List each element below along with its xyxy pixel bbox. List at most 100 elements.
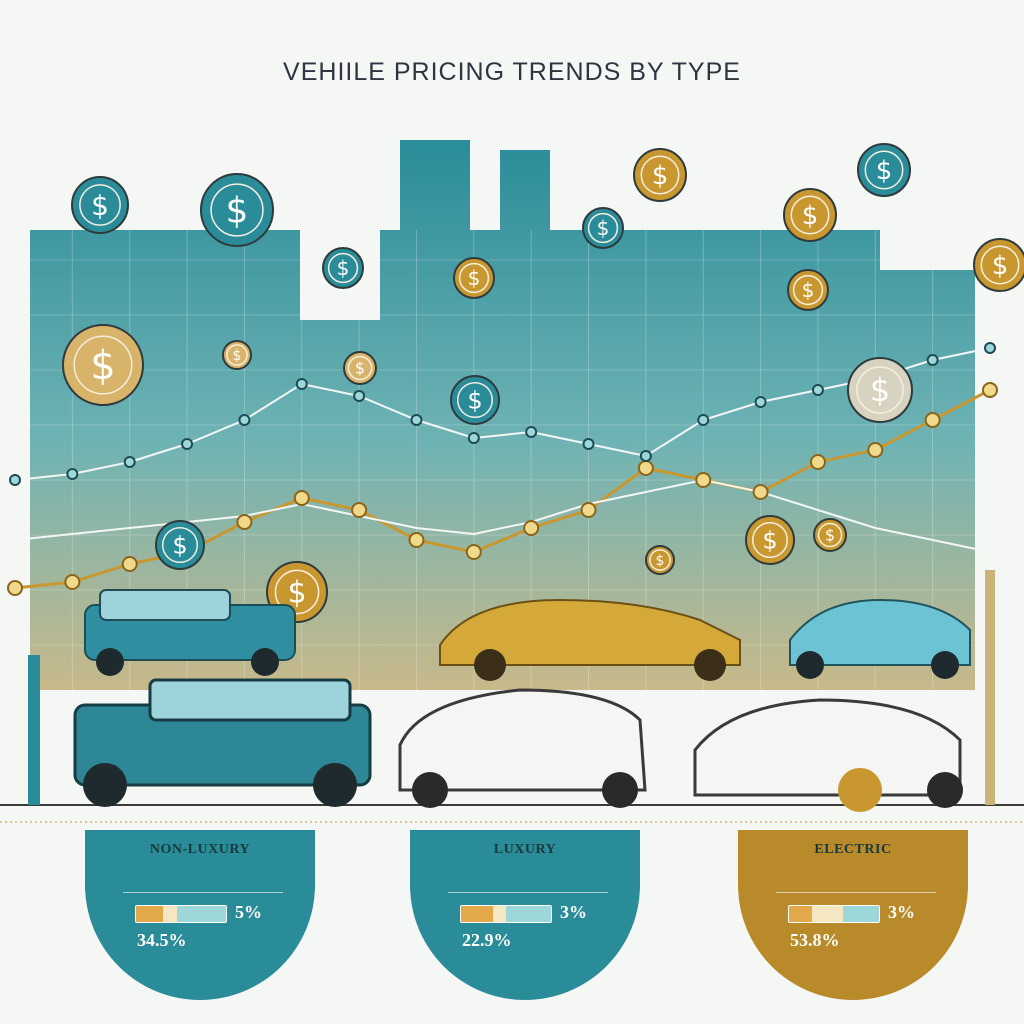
progress-bar-nonluxury [135, 905, 227, 923]
dollar-coin-icon: $ [633, 148, 687, 202]
side-bar-left [28, 655, 40, 805]
svg-text:$: $ [870, 371, 890, 409]
data-point [408, 532, 425, 548]
data-point [467, 432, 480, 444]
panel-label-nonluxury: NON-LUXURY [149, 842, 251, 857]
svg-text:$: $ [656, 553, 665, 569]
dollar-coin-icon: $ [71, 176, 129, 234]
dollar-coin-icon: $ [857, 143, 911, 197]
data-point [525, 426, 538, 438]
data-point [9, 474, 21, 486]
data-point [181, 438, 194, 450]
svg-text:$: $ [652, 161, 669, 191]
data-point [121, 556, 138, 572]
plot-background [30, 140, 975, 690]
dollar-coin-icon: $ [62, 324, 144, 406]
dollar-coin-icon: $ [155, 520, 205, 570]
svg-text:$: $ [992, 251, 1009, 281]
svg-text:$: $ [597, 216, 610, 240]
panel-label-luxury: LUXURY [493, 842, 557, 857]
dollar-coin-icon: $ [343, 351, 377, 385]
data-point [926, 354, 939, 366]
car-icon-nonluxury-top [84, 589, 296, 676]
data-point [66, 468, 79, 480]
progress-bar-luxury [460, 905, 552, 923]
data-point [754, 396, 767, 408]
dollar-coin-icon: $ [222, 340, 252, 370]
data-point [984, 342, 996, 354]
svg-text:$: $ [172, 531, 187, 559]
dollar-coin-icon: $ [783, 188, 837, 242]
chart-title: VEHIILE PRICING TRENDS BY TYPE [283, 58, 741, 86]
dollar-coin-icon: $ [973, 238, 1024, 292]
data-point [867, 442, 884, 458]
data-point [639, 450, 652, 462]
data-point [64, 574, 81, 590]
sedan-icon-luxury [398, 688, 647, 808]
svg-text:$: $ [233, 348, 242, 364]
panel-rule [123, 892, 283, 893]
svg-text:$: $ [802, 278, 815, 302]
suv-icon-nonluxury [73, 678, 372, 807]
sports-car-icon-luxury-top [439, 598, 741, 681]
svg-text:$: $ [287, 576, 306, 611]
dollar-coin-icon: $ [200, 173, 274, 247]
data-point [809, 454, 826, 470]
dollar-coin-icon: $ [813, 518, 847, 552]
share-value-luxury: 22.9% [462, 930, 512, 950]
svg-text:$: $ [825, 526, 835, 545]
series-line-2 [14, 347, 991, 481]
svg-text:$: $ [337, 256, 350, 280]
data-point [353, 390, 366, 402]
data-point [295, 378, 308, 390]
change-value-luxury: 3% [560, 902, 587, 922]
change-value-electric: 3% [888, 902, 915, 922]
svg-text:$: $ [226, 191, 249, 232]
data-point [924, 412, 941, 428]
electric-car-icon-top [789, 598, 971, 679]
panel-luxury: LUXURY 3% 22.9% [410, 830, 640, 1000]
data-point [811, 384, 824, 396]
dollar-coin-icon: $ [645, 545, 675, 575]
data-point [697, 414, 710, 426]
data-point [236, 514, 253, 530]
data-point [7, 580, 23, 596]
dollar-coin-icon: $ [322, 247, 364, 289]
panel-rule [776, 892, 936, 893]
share-value-nonluxury: 34.5% [137, 930, 187, 950]
data-point [523, 520, 540, 536]
data-point [582, 438, 595, 450]
dollar-coin-icon: $ [582, 207, 624, 249]
share-value-electric: 53.8% [790, 930, 840, 950]
change-value-nonluxury: 5% [235, 902, 262, 922]
progress-bar-electric [788, 905, 880, 923]
data-point [238, 414, 251, 426]
svg-text:$: $ [91, 189, 109, 222]
dollar-coin-icon: $ [450, 375, 500, 425]
panel-label-electric: ELECTRIC [814, 842, 892, 857]
svg-text:$: $ [90, 343, 115, 389]
side-bar-right [985, 570, 995, 805]
electric-car-icon-bottom [693, 698, 963, 812]
data-point [123, 456, 136, 468]
data-point [982, 382, 998, 398]
dollar-coin-icon: $ [745, 515, 795, 565]
data-point [695, 472, 712, 488]
svg-text:$: $ [467, 386, 482, 414]
dollar-coin-icon: $ [453, 257, 495, 299]
svg-text:$: $ [762, 526, 777, 554]
data-point [465, 544, 482, 560]
svg-text:$: $ [876, 156, 893, 186]
data-point [351, 502, 368, 518]
dollar-coin-icon: $ [787, 269, 829, 311]
dollar-coin-icon: $ [847, 357, 913, 423]
svg-text:$: $ [355, 359, 365, 378]
data-point [580, 502, 597, 518]
data-point [293, 490, 310, 506]
data-point [410, 414, 423, 426]
data-point [637, 460, 654, 476]
panel-rule [448, 892, 608, 893]
coin-decorations: $ $ $ $ $ $ $ $ $ $ $ $ $ $ $ $ $ $ $ $ [62, 143, 1024, 623]
svg-text:$: $ [802, 201, 819, 231]
